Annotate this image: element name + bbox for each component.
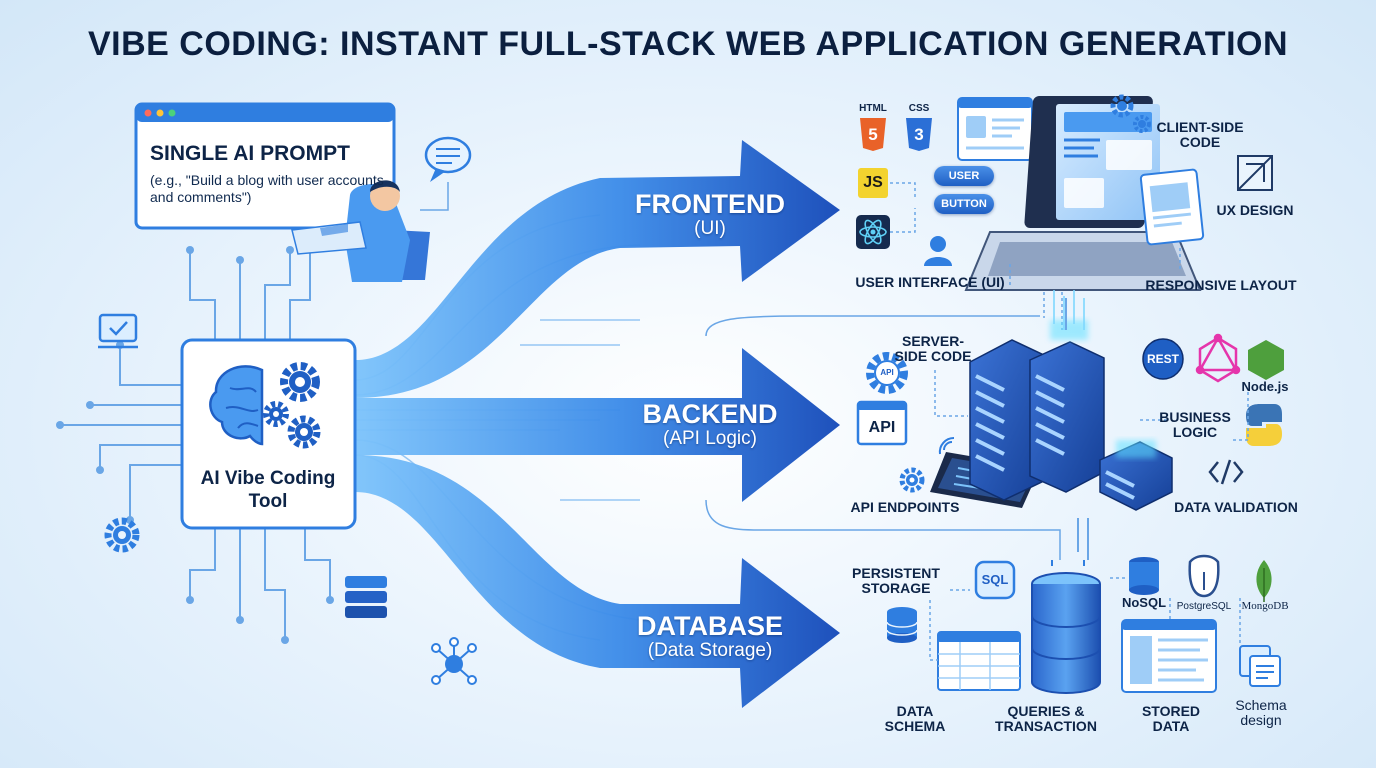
prompt-heading: SINGLE AI PROMPT — [150, 142, 350, 165]
prompt-window — [134, 102, 396, 230]
html5-icon: 5 — [860, 118, 886, 151]
business-logic-label: BUSINESS LOGIC — [1159, 409, 1231, 441]
wifi-signal-icon — [938, 436, 955, 455]
frontend-arrow-label: FRONTEND — [635, 189, 785, 219]
backend-arrow — [355, 348, 840, 502]
network-node-icon — [431, 637, 477, 685]
database-arrow-sub: (Data Storage) — [647, 640, 773, 661]
monitor-check-icon — [98, 313, 138, 349]
postgresql-label: PostgreSQL — [1176, 601, 1232, 612]
api-endpoints-label: API ENDPOINTS — [850, 499, 960, 515]
code-validation-icon — [1208, 459, 1244, 485]
gear-icon-backend — [899, 467, 925, 493]
schema-design-icon — [1239, 645, 1281, 687]
sql-icon — [974, 560, 1016, 600]
data-schema-label: DATA SCHEMA — [884, 703, 946, 735]
js-icon — [858, 168, 888, 198]
ux-design-label: UX DESIGN — [1216, 202, 1294, 218]
data-schema-table — [937, 631, 1021, 691]
ai-tool-box — [180, 338, 357, 530]
nodejs-icon — [1248, 340, 1284, 380]
api-box-label: API — [868, 419, 896, 436]
api-gear-label: API — [880, 368, 894, 377]
mongodb-label: MongoDB — [1241, 600, 1289, 612]
ai-tool-label: AI Vibe Coding Tool — [200, 468, 336, 512]
persistent-storage-label: PERSISTENT STORAGE — [852, 565, 940, 597]
database-arrow — [355, 455, 840, 708]
svg-text:3: 3 — [914, 125, 923, 144]
laptop-icon — [964, 96, 1202, 291]
client-side-label: CLIENT-SIDE CODE — [1156, 119, 1244, 151]
circuit-nodes — [56, 236, 334, 644]
backend-arrow-sub: (API Logic) — [663, 428, 757, 449]
js-label: JS — [863, 174, 883, 191]
ux-design-icon — [1237, 155, 1273, 191]
css-label: CSS — [908, 103, 930, 114]
graphql-icon — [1195, 333, 1241, 383]
circuit-traces — [60, 240, 331, 640]
user-avatar-icon — [924, 236, 952, 266]
react-icon — [856, 215, 890, 249]
database-cylinder-icon — [1031, 572, 1101, 694]
css3-icon: 3 — [906, 118, 932, 151]
database-arrow-label: DATABASE — [637, 611, 783, 641]
html-label: HTML — [859, 103, 887, 114]
frontend-arrow-sub: (UI) — [694, 218, 726, 239]
responsive-layout-label: RESPONSIVE LAYOUT — [1145, 277, 1297, 293]
python-icon — [1246, 404, 1282, 446]
gear-cluster-icon — [263, 362, 321, 449]
stored-data-window — [1121, 619, 1217, 693]
nodejs-label: Node.js — [1241, 379, 1289, 394]
rest-badge-icon — [1142, 338, 1184, 380]
postgresql-icon — [1188, 554, 1220, 598]
queries-transaction-label: QUERIES & TRANSACTION — [995, 703, 1097, 735]
frontend-arrow — [355, 140, 840, 398]
page-title: VIBE CODING: INSTANT FULL-STACK WEB APPL… — [87, 25, 1289, 63]
server-rack-icon — [969, 290, 1173, 511]
gear-icon-left — [104, 517, 140, 553]
sql-label: SQL — [981, 572, 1009, 587]
brain-icon — [209, 365, 264, 446]
nosql-label: NoSQL — [1121, 595, 1167, 610]
data-validation-label: DATA VALIDATION — [1174, 499, 1298, 515]
user-chip: USER — [934, 166, 994, 186]
rest-label: REST — [1146, 352, 1179, 366]
mongodb-icon — [1256, 560, 1272, 602]
server-stack-icon — [345, 576, 387, 618]
api-gear-icon — [866, 352, 908, 394]
button-chip: BUTTON — [934, 194, 994, 214]
ui-window-card — [957, 97, 1033, 161]
stored-data-label: STORED DATA — [1141, 703, 1201, 735]
nosql-icon — [1129, 557, 1159, 595]
backend-arrow-label: BACKEND — [642, 399, 778, 429]
api-box-icon — [856, 400, 908, 446]
svg-text:5: 5 — [868, 125, 877, 144]
server-side-label: SERVER-SIDE CODE — [894, 333, 972, 365]
prompt-example: (e.g., "Build a blog with user accounts … — [150, 172, 384, 205]
persistent-storage-icon — [886, 607, 918, 643]
user-interface-label: USER INTERFACE (UI) — [855, 274, 1005, 290]
gear-icon-frontend — [1110, 94, 1151, 133]
schema-design-label: Schema design — [1235, 697, 1287, 729]
person-typing-icon — [291, 180, 430, 282]
ux-wireframe-card — [1139, 168, 1205, 246]
chat-bubble-icon — [424, 136, 472, 182]
